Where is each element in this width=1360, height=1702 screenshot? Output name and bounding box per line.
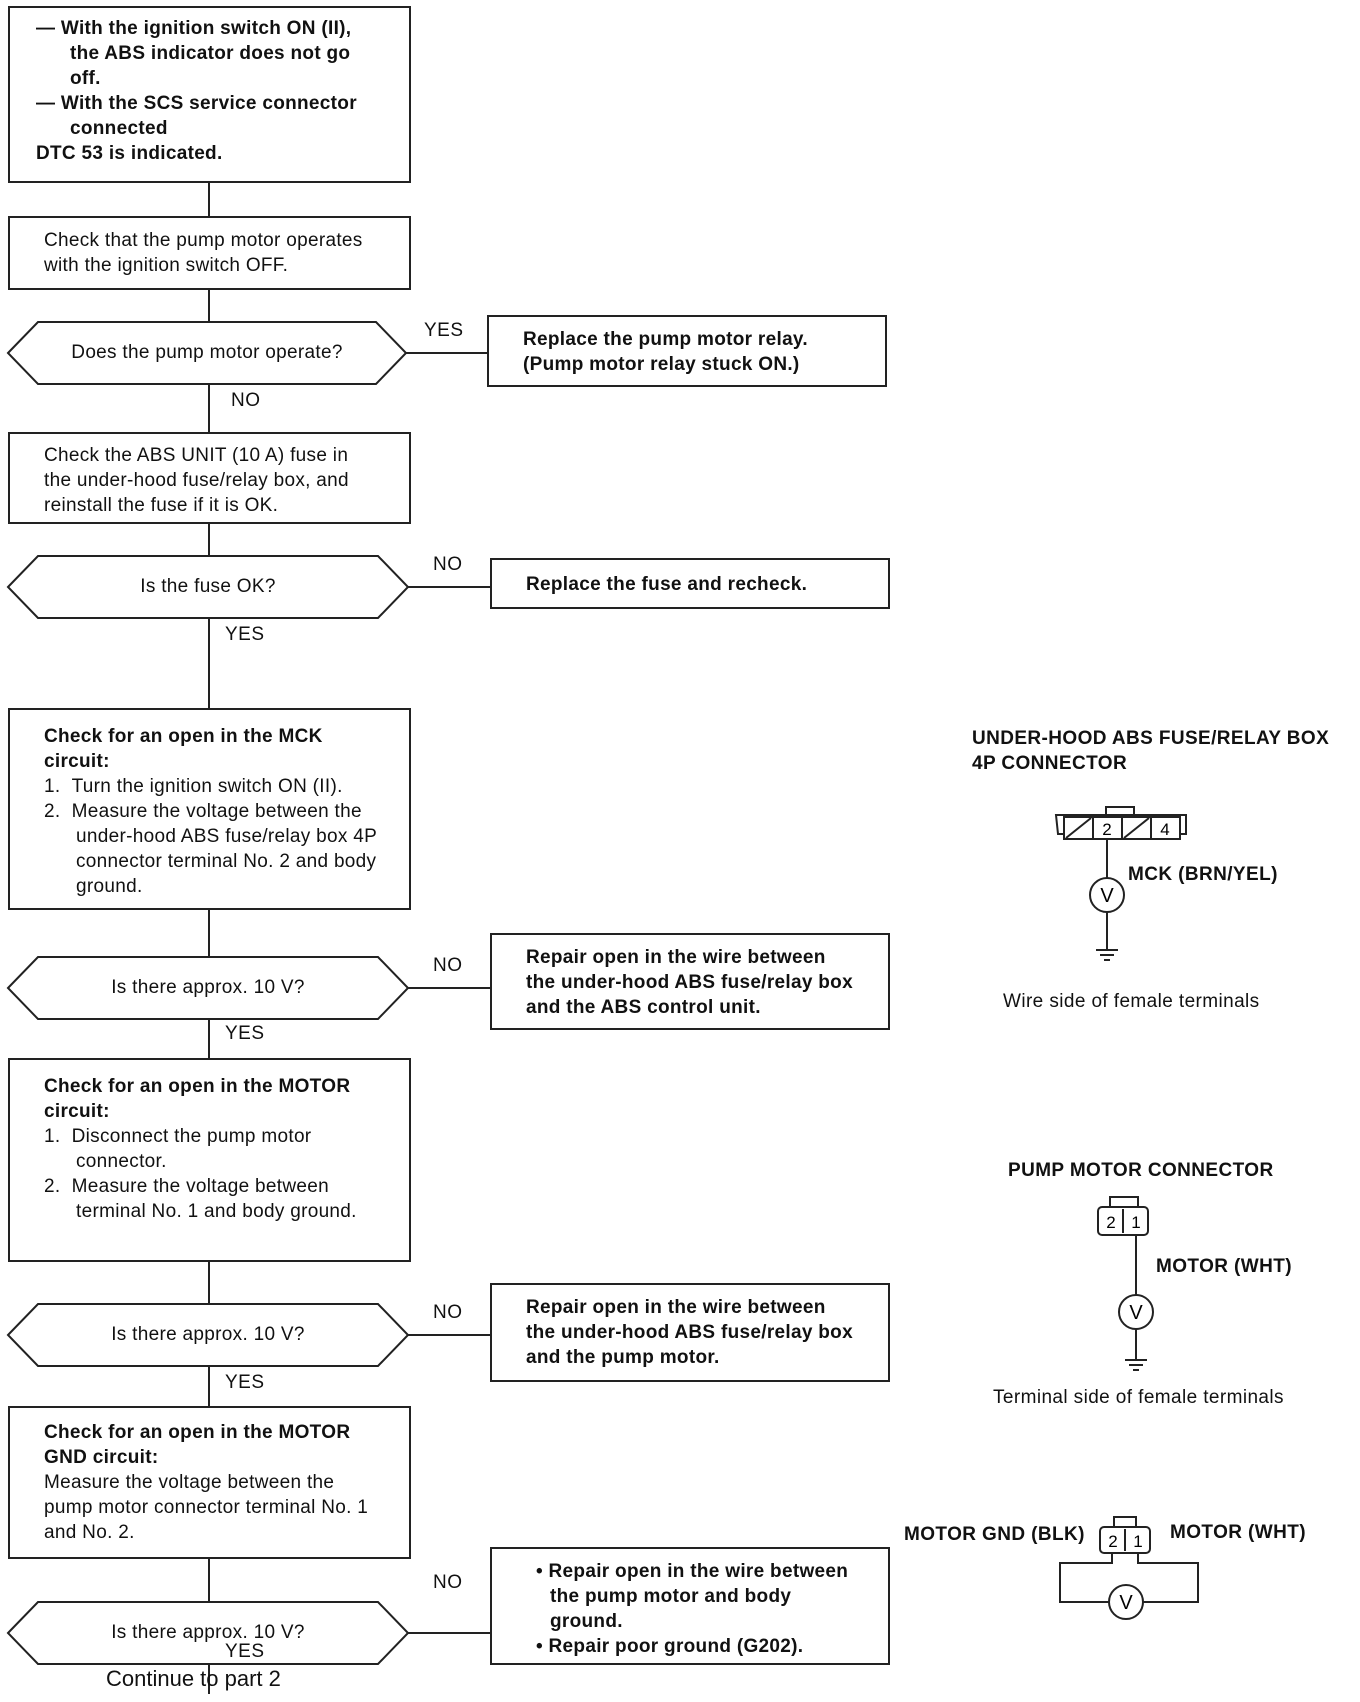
decision4-shape <box>6 1303 410 1367</box>
step3-box: Check for an open in the MCK circuit: 1.… <box>8 708 411 910</box>
figure3-connector-drawing: 2 1 V <box>1059 1516 1199 1620</box>
decision1-yes-label: YES <box>424 320 464 341</box>
step4-item-2: 2. Measure the voltage between terminal … <box>44 1176 357 1222</box>
start-box: — With the ignition switch ON (II), the … <box>8 6 411 183</box>
step1-box: Check that the pump motor operates with … <box>8 216 411 290</box>
start-dtc: DTC 53 is indicated. <box>36 143 223 164</box>
decision4-yes-label: YES <box>225 1372 265 1393</box>
step1-text: Check that the pump motor operates with … <box>44 230 363 276</box>
figure3-terminal-1: 1 <box>1133 1532 1142 1551</box>
decision4-no-label: NO <box>433 1302 463 1323</box>
figure2-wire-label: MOTOR (WHT) <box>1156 1256 1292 1277</box>
decision4-question: Is there approx. 10 V? <box>111 1324 305 1345</box>
figure2-terminal-2: 2 <box>1106 1213 1115 1232</box>
decision2-shape <box>6 555 410 619</box>
decision1-action-line-2: (Pump motor relay stuck ON.) <box>523 354 800 375</box>
step3-item-2: 2. Measure the voltage between the under… <box>44 801 377 897</box>
decision1-action-box: Replace the pump motor relay. (Pump moto… <box>487 315 887 387</box>
decision2-question: Is the fuse OK? <box>140 576 276 597</box>
figure1-connector-drawing: 2 4 V <box>1054 806 1187 961</box>
decision5-yes-label: YES <box>225 1641 265 1662</box>
figure3-voltmeter-label: V <box>1119 1592 1133 1614</box>
decision5-no-label: NO <box>433 1572 463 1593</box>
decision3-action-line-1: Repair open in the wire between the unde… <box>526 947 853 1018</box>
step3-title: Check for an open in the MCK circuit: <box>44 726 323 772</box>
step5-text: Measure the voltage between the pump mot… <box>44 1472 369 1543</box>
figure2-voltmeter-label: V <box>1129 1302 1143 1324</box>
figure1-terminal-2: 2 <box>1102 820 1111 839</box>
decision3-action-box: Repair open in the wire between the unde… <box>490 933 890 1030</box>
figure3-terminal-2: 2 <box>1108 1532 1117 1551</box>
step5-title: Check for an open in the MOTOR GND circu… <box>44 1422 351 1468</box>
decision1-no-label: NO <box>231 390 261 411</box>
figure3-right-label: MOTOR (WHT) <box>1170 1522 1306 1543</box>
figure2-title: PUMP MOTOR CONNECTOR <box>1008 1160 1274 1181</box>
decision2-action-line-1: Replace the fuse and recheck. <box>526 574 808 595</box>
decision3-yes-label: YES <box>225 1023 265 1044</box>
step3-item-1: 1. Turn the ignition switch ON (II). <box>44 776 343 797</box>
decision3-question: Is there approx. 10 V? <box>111 977 305 998</box>
figure3-left-label: MOTOR GND (BLK) <box>904 1524 1085 1545</box>
figure1-caption: Wire side of female terminals <box>1003 991 1260 1012</box>
step4-title: Check for an open in the MOTOR circuit: <box>44 1076 351 1122</box>
decision1-action-line-1: Replace the pump motor relay. <box>523 329 808 350</box>
decision5-shape <box>6 1601 410 1665</box>
decision3-shape <box>6 956 410 1020</box>
decision3-no-label: NO <box>433 955 463 976</box>
decision5-action-line-1: • Repair open in the wire between the pu… <box>536 1561 849 1632</box>
step4-item-1: 1. Disconnect the pump motor connector. <box>44 1126 312 1172</box>
continue-text: Continue to part 2 <box>106 1666 281 1691</box>
figure1-voltmeter-label: V <box>1100 885 1114 907</box>
figure1-wire-label: MCK (BRN/YEL) <box>1128 864 1278 885</box>
decision1-question: Does the pump motor operate? <box>71 342 343 363</box>
step5-box: Check for an open in the MOTOR GND circu… <box>8 1406 411 1559</box>
figure2-terminal-1: 1 <box>1131 1213 1140 1232</box>
step2-text: Check the ABS UNIT (10 A) fuse in the un… <box>44 445 349 516</box>
decision2-yes-label: YES <box>225 624 265 645</box>
decision1-shape <box>6 321 408 385</box>
figure2-caption: Terminal side of female terminals <box>993 1387 1284 1408</box>
decision5-question: Is there approx. 10 V? <box>111 1622 305 1643</box>
decision5-action-box: • Repair open in the wire between the pu… <box>490 1547 890 1665</box>
figure1-title-line-2: 4P CONNECTOR <box>972 753 1128 774</box>
decision-diamonds <box>6 321 410 1665</box>
decision5-action-line-2: • Repair poor ground (G202). <box>536 1636 804 1657</box>
start-condition-1: — With the ignition switch ON (II), the … <box>36 18 352 89</box>
step2-box: Check the ABS UNIT (10 A) fuse in the un… <box>8 432 411 524</box>
figure1-terminal-4: 4 <box>1160 820 1169 839</box>
start-condition-2: — With the SCS service connector connect… <box>36 93 357 139</box>
step4-box: Check for an open in the MOTOR circuit: … <box>8 1058 411 1262</box>
decision2-no-label: NO <box>433 554 463 575</box>
decision4-action-line-1: Repair open in the wire between the unde… <box>526 1297 853 1368</box>
figure1-title-line-1: UNDER-HOOD ABS FUSE/RELAY BOX <box>972 728 1330 749</box>
decision2-action-box: Replace the fuse and recheck. <box>490 558 890 609</box>
decision4-action-box: Repair open in the wire between the unde… <box>490 1283 890 1382</box>
figure2-connector-drawing: 2 1 V <box>1097 1196 1154 1371</box>
